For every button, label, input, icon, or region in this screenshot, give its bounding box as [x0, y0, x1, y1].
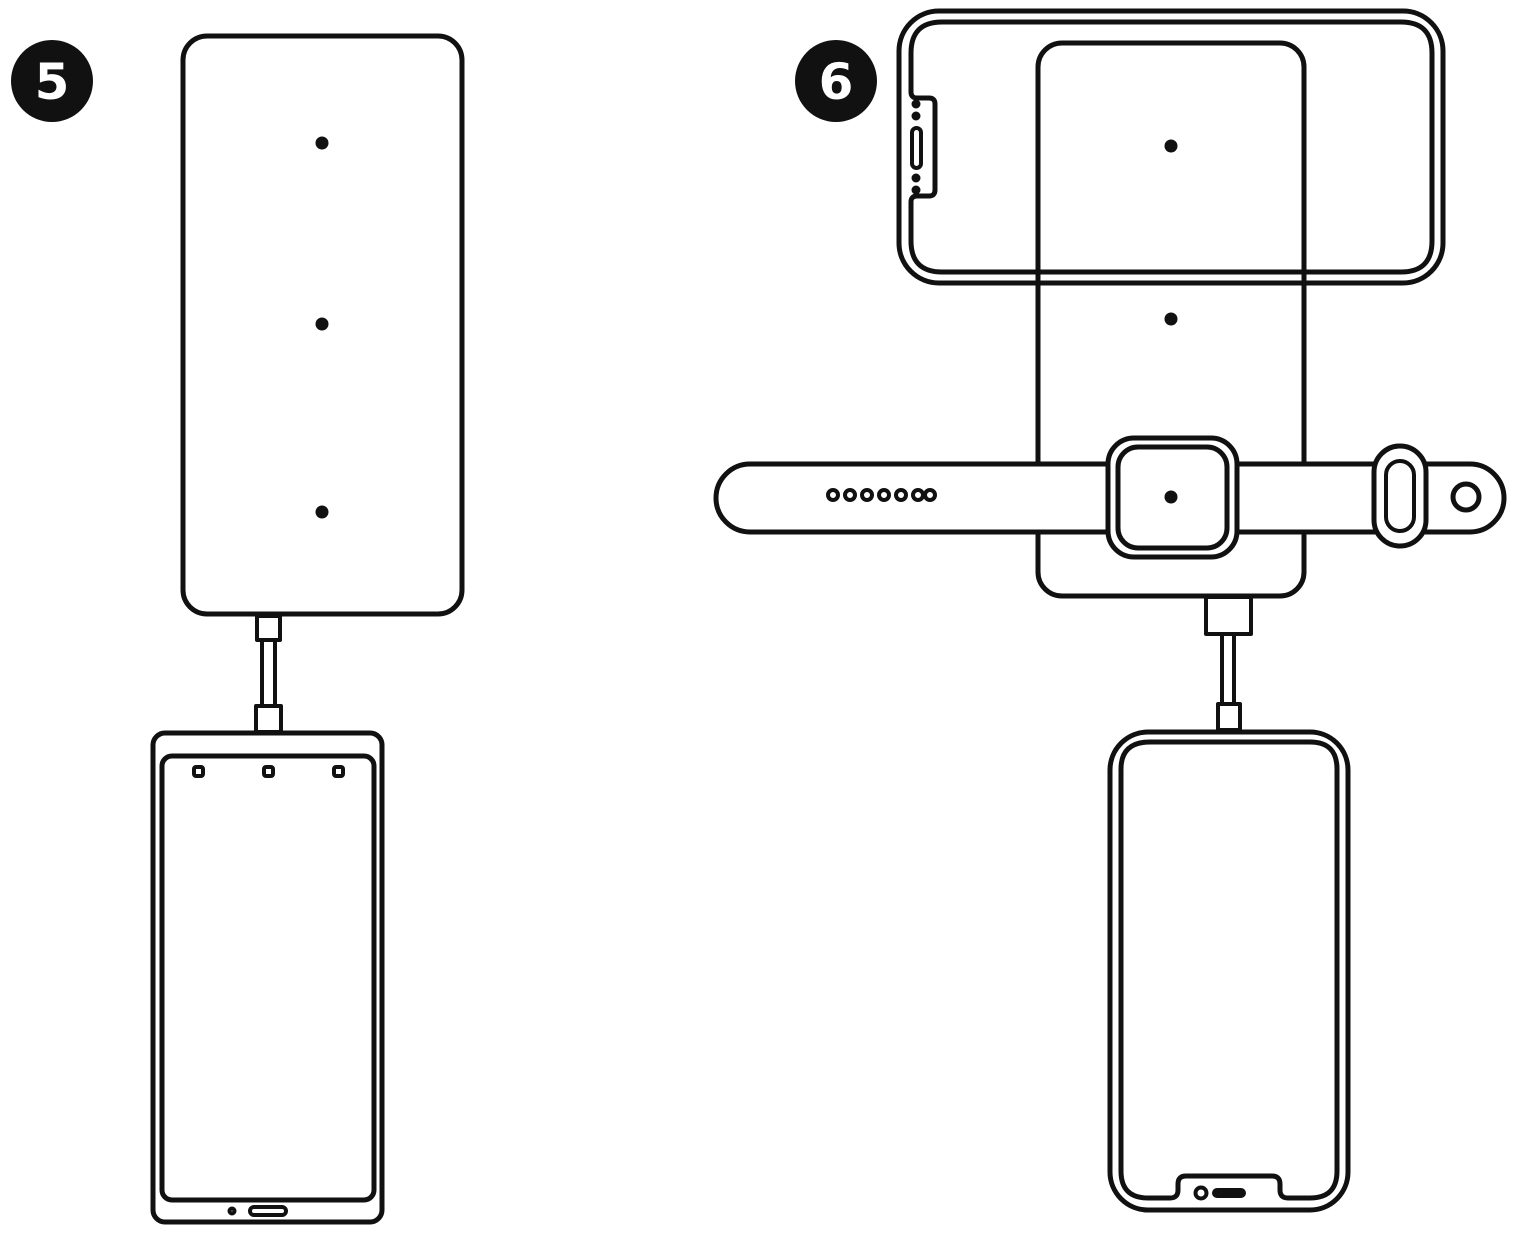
- step-5-badge: 5: [11, 40, 93, 122]
- step-6-number: 6: [819, 53, 854, 111]
- camera-sensor: [192, 765, 205, 778]
- speaker-slot: [248, 1205, 288, 1217]
- step-6-badge: 6: [795, 40, 877, 122]
- indicator-dot: [1164, 490, 1178, 504]
- speaker-slot: [910, 126, 923, 170]
- step-6: 6: [713, 8, 1507, 1213]
- step-5-number: 5: [35, 53, 70, 111]
- smartphone: [150, 730, 385, 1225]
- charging-cable: [254, 614, 283, 734]
- smartwatch: [713, 435, 1507, 560]
- speaker-slot: [1212, 1188, 1246, 1198]
- sensor-dot: [911, 111, 921, 121]
- camera-lens: [1193, 1185, 1209, 1201]
- mic-hole: [227, 1206, 237, 1216]
- power-bank: [180, 33, 465, 617]
- sensor-dot: [911, 173, 921, 183]
- smartphone-on-pad: [896, 8, 1446, 286]
- charging-cable: [1204, 595, 1253, 732]
- strap-holes: [826, 488, 937, 502]
- camera-sensor: [262, 765, 275, 778]
- strap-end-hole: [1450, 481, 1482, 513]
- indicator-dot: [315, 136, 329, 150]
- indicator-dot: [315, 317, 329, 331]
- indicator-dot: [1164, 139, 1178, 153]
- sensor-dot: [911, 185, 921, 195]
- smartphone: [1107, 729, 1351, 1213]
- wireless-charging-pad: [1035, 40, 1307, 599]
- indicator-dot: [1164, 312, 1178, 326]
- step-5: 5: [11, 33, 465, 1225]
- indicator-dot: [315, 505, 329, 519]
- sensor-dot: [911, 99, 921, 109]
- watch-screen: [1115, 444, 1230, 551]
- camera-sensor: [332, 765, 345, 778]
